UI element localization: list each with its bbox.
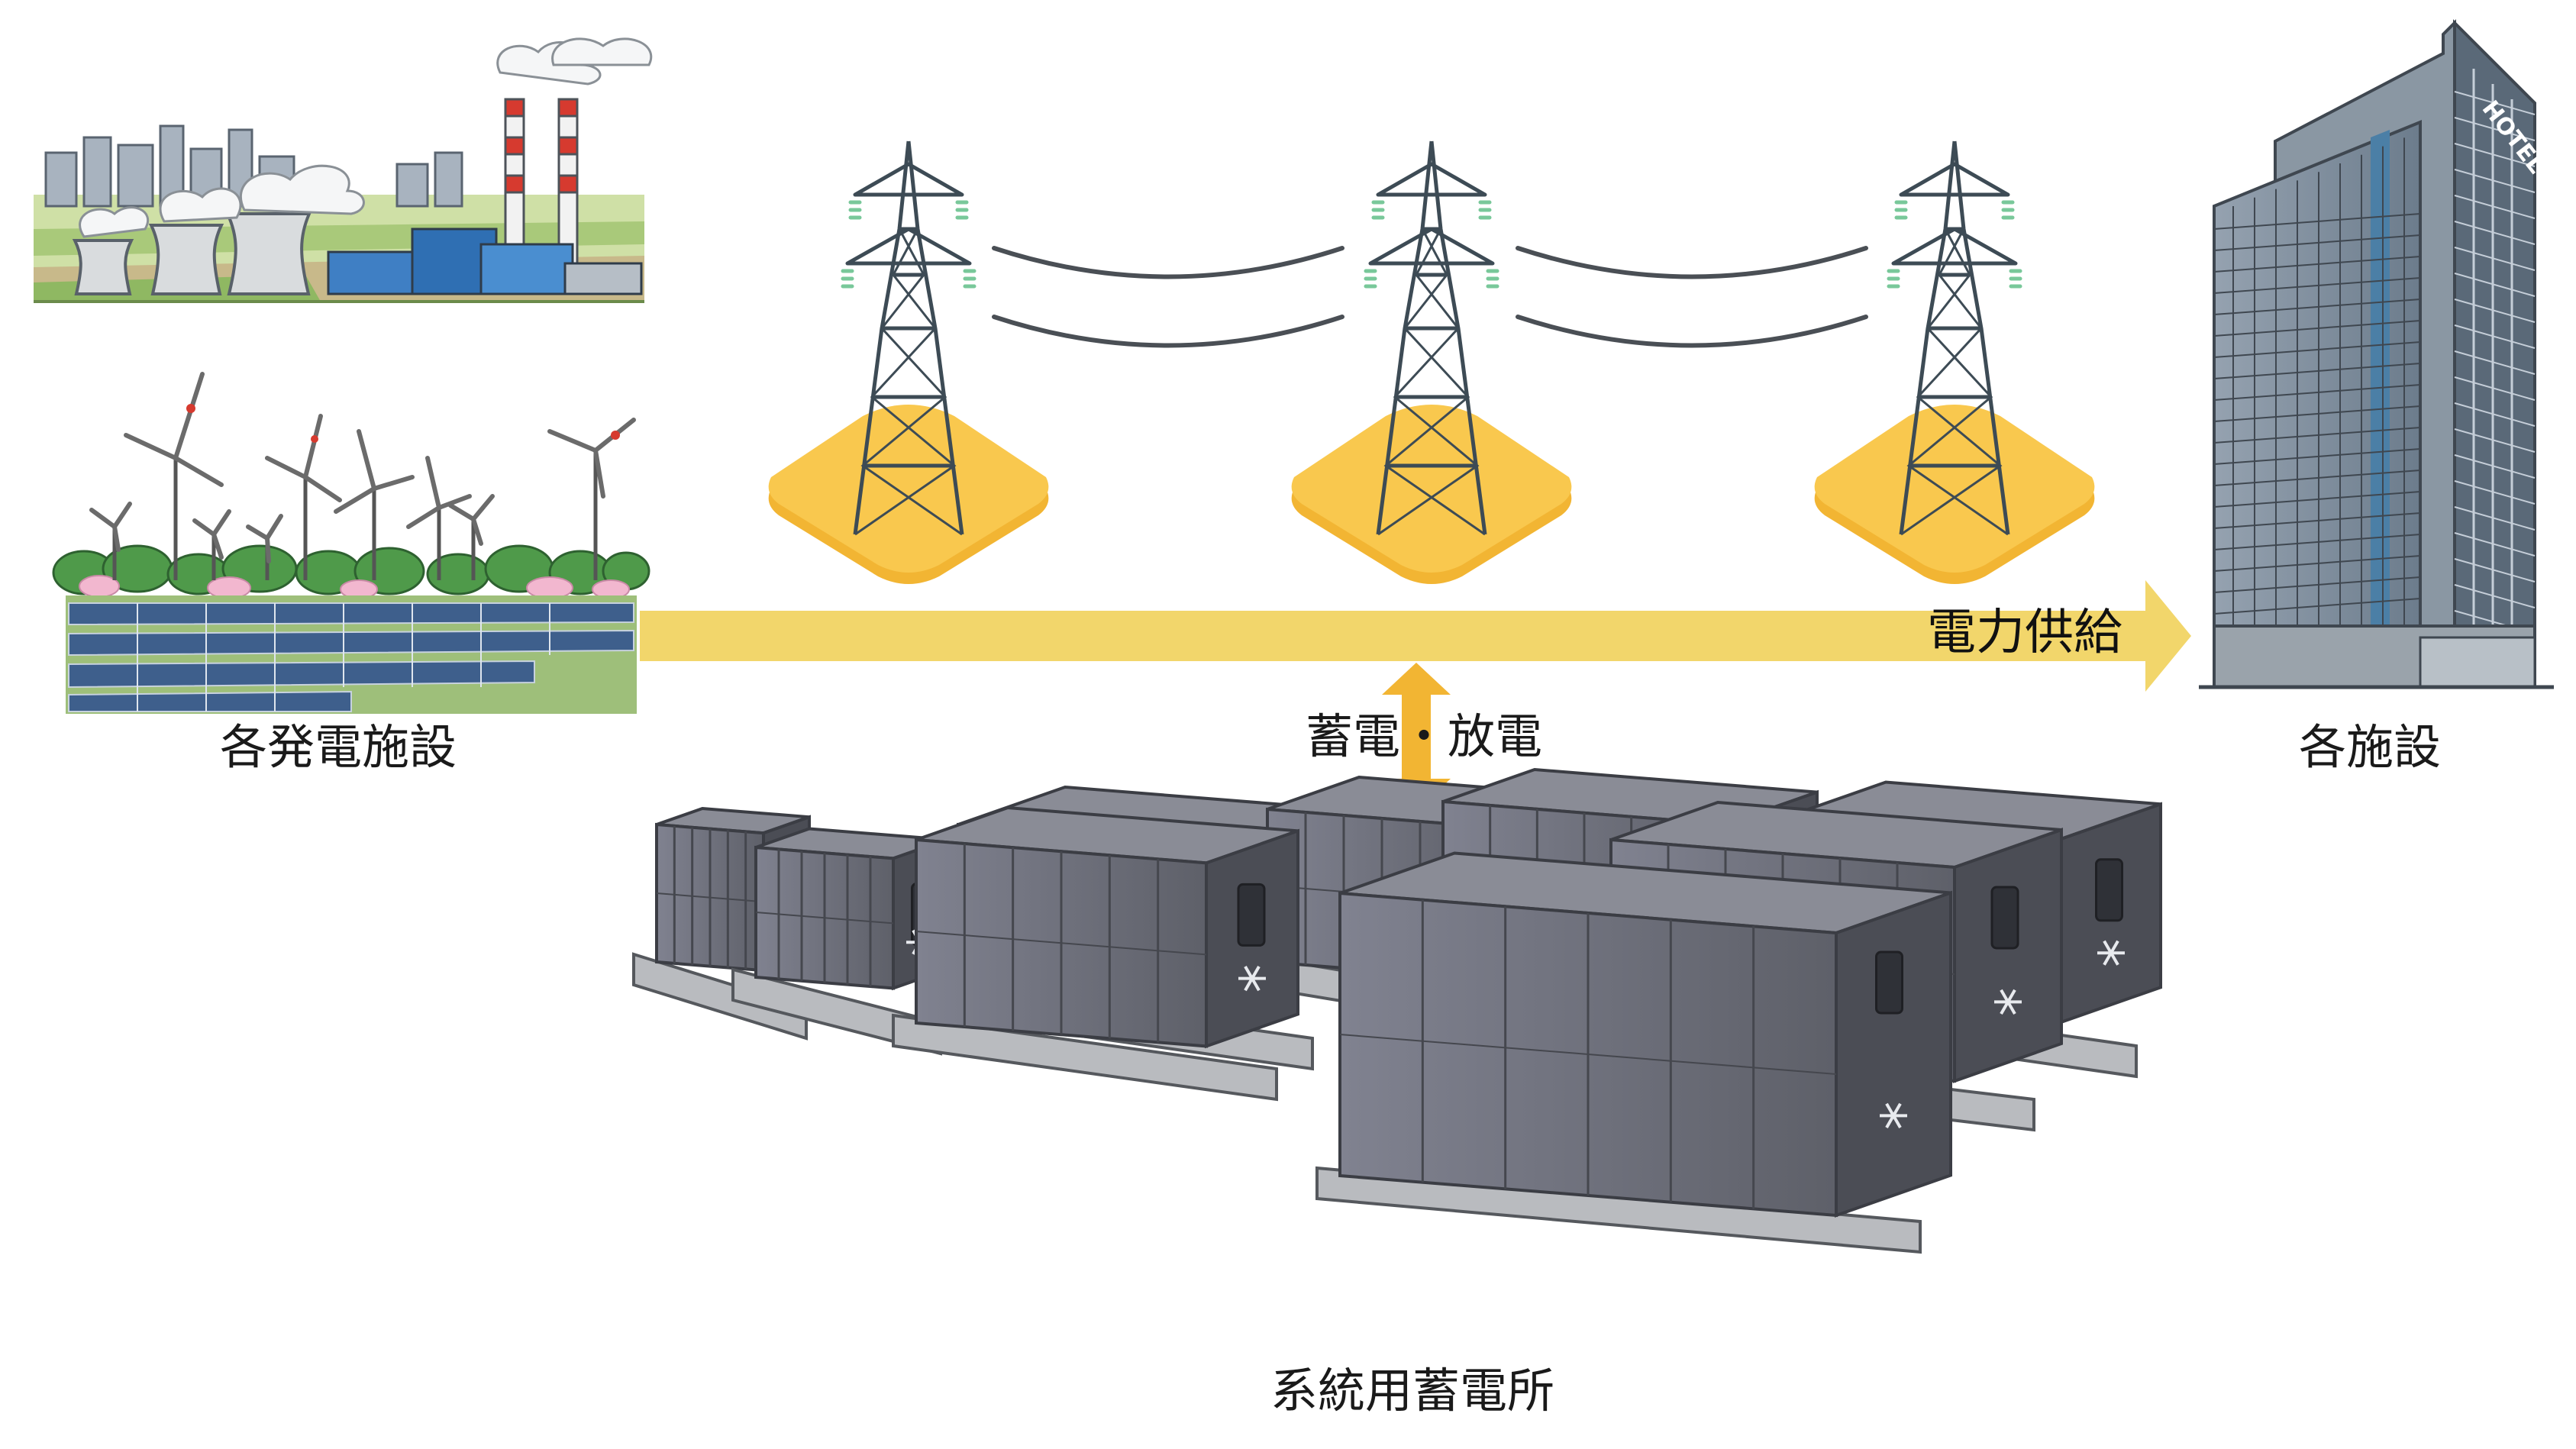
label-storage-station: 系統用蓄電所 (1270, 1363, 1555, 1418)
transmission-tower (841, 140, 976, 536)
thermal-power-plant-illustration (34, 37, 653, 303)
building-logo: ME (2229, 118, 2268, 151)
label-facilities: 各施設 (2299, 719, 2442, 775)
battery-container (1315, 851, 1952, 1254)
label-charge-discharge: 蓄電・放電 (1306, 708, 1543, 764)
tower-pad (1814, 405, 2095, 584)
wind-solar-farm-illustration (52, 372, 650, 714)
tower-pad (768, 405, 1049, 584)
hotel-building-illustration: ME HOTEL (2199, 19, 2554, 689)
power-supply-arrow (640, 580, 2191, 692)
battery-storage-containers (632, 767, 2162, 1254)
tower-pad (1291, 405, 1572, 584)
transmission-tower (1364, 140, 1499, 536)
label-power-plants: 各発電施設 (220, 719, 457, 775)
power-lines (992, 246, 1868, 348)
battery-container (892, 805, 1299, 1102)
label-power-supply: 電力供給 (1927, 605, 2122, 661)
transmission-towers (768, 140, 2095, 584)
charge-discharge-arrow (1382, 663, 1451, 811)
transmission-tower (1887, 140, 2022, 536)
